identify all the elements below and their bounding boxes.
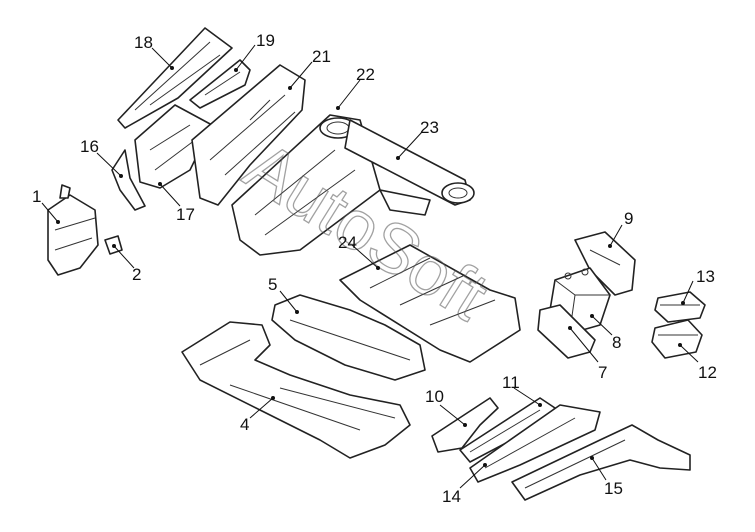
part-16-bracket <box>111 149 146 211</box>
callout-7: 7 <box>598 363 607 382</box>
callout-4: 4 <box>240 415 249 434</box>
leader-dots <box>56 66 685 467</box>
part-13-bracket <box>654 291 706 323</box>
callout-11: 11 <box>502 373 520 392</box>
callout-16: 16 <box>80 137 99 156</box>
part-18-upper-rail <box>117 27 233 129</box>
callout-23: 23 <box>420 118 439 137</box>
callout-15: 15 <box>604 479 623 498</box>
callout-14: 14 <box>442 487 461 506</box>
part-12-bracket <box>651 319 703 359</box>
callout-2: 2 <box>132 265 141 284</box>
callout-1: 1 <box>32 187 41 206</box>
leader-lines <box>41 44 699 489</box>
part-17-wheelhouse-panel <box>134 104 213 189</box>
callout-8: 8 <box>612 333 621 352</box>
callout-10: 10 <box>425 387 444 406</box>
callout-19: 19 <box>256 31 275 50</box>
callout-5: 5 <box>268 275 277 294</box>
part-1-reservoir <box>47 184 99 276</box>
callout-24: 24 <box>338 233 357 252</box>
callout-21: 21 <box>312 47 331 66</box>
callout-9: 9 <box>624 209 633 228</box>
part-21-front-panel <box>191 64 306 206</box>
part-4-lower-panel <box>181 321 411 459</box>
callout-13: 13 <box>696 267 715 286</box>
part-24-center-floor <box>339 244 521 363</box>
callout-18: 18 <box>134 33 153 52</box>
callout-12: 12 <box>698 363 717 382</box>
callout-22: 22 <box>356 65 375 84</box>
callout-labels: 1 2 4 5 7 8 9 10 11 12 13 14 15 16 17 18… <box>32 31 717 506</box>
part-23-rear-rail <box>344 119 475 216</box>
part-19-bracket <box>189 59 251 109</box>
callout-17: 17 <box>176 205 195 224</box>
part-5-crossmember <box>271 294 426 381</box>
part-14-rail <box>469 404 601 483</box>
part-15-rear-rail <box>511 424 691 501</box>
